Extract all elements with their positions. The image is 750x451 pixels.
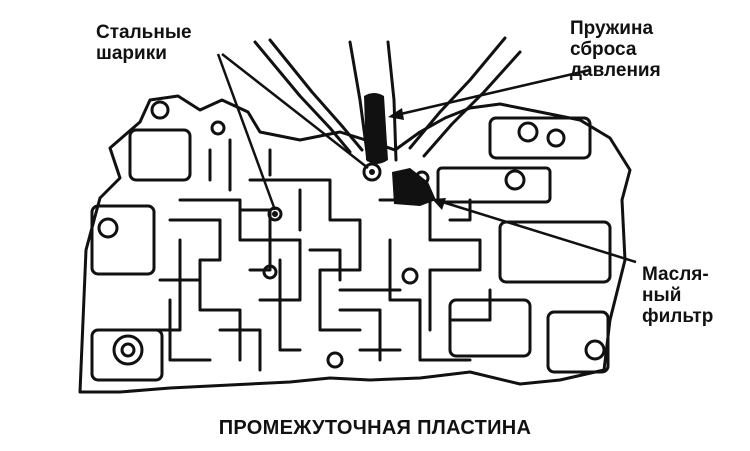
channel <box>248 178 362 332</box>
channel <box>338 288 402 362</box>
filter-label-line: ный <box>642 285 682 306</box>
bolt <box>362 162 382 182</box>
leader-balls-2 <box>221 53 369 169</box>
bolt <box>546 128 566 148</box>
bolt <box>150 100 170 120</box>
bolt <box>584 339 606 361</box>
leader-balls-1 <box>216 53 277 211</box>
figure-caption: ПРОМЕЖУТОЧНАЯ ПЛАСТИНА <box>218 417 532 439</box>
channel <box>238 208 272 272</box>
channel <box>308 248 402 352</box>
bolt <box>120 342 136 358</box>
channel <box>148 238 262 372</box>
pressure-release-spring <box>364 93 388 164</box>
bolt <box>97 217 119 239</box>
oil-filter-label: Масля- ный фильтр <box>642 264 747 327</box>
bolt <box>262 264 278 280</box>
right-pocket-corner <box>546 310 610 374</box>
bolt <box>517 121 539 143</box>
pressure-release-spring-label: Пружина сброса давления <box>570 18 745 81</box>
arrowhead-spring <box>388 108 404 120</box>
finger-right-inner <box>422 50 522 158</box>
steel-balls-label: Стальные шарики <box>96 22 226 64</box>
bolt <box>210 120 226 136</box>
channel <box>278 188 302 352</box>
steel-ball <box>369 169 375 175</box>
steel-ball <box>272 211 278 217</box>
right-top-block <box>488 116 592 160</box>
leader-spring <box>391 68 591 118</box>
channel <box>448 198 492 322</box>
plate-outline <box>78 94 632 394</box>
left-pocket-top <box>128 128 192 182</box>
steel-balls-label-line: шарики <box>96 43 167 64</box>
bolt <box>504 169 526 191</box>
leader-filter <box>435 198 637 264</box>
bolt <box>326 351 344 369</box>
finger-right <box>408 36 507 150</box>
right-pocket-mid <box>498 220 612 284</box>
right-pocket-top <box>436 166 552 204</box>
channel <box>158 278 212 362</box>
left-pocket-low <box>90 328 164 382</box>
left-pocket-mid <box>90 204 156 276</box>
spring-label-line: Пружина <box>570 18 654 39</box>
channel <box>168 218 242 362</box>
tool-shaft <box>348 40 370 162</box>
channel <box>388 238 472 362</box>
oil-filter <box>392 168 436 206</box>
tool-shaft-2 <box>386 40 398 162</box>
finger-left <box>253 40 352 154</box>
filter-label-line: Масля- <box>642 264 709 285</box>
spring-label-line: сброса <box>570 39 637 60</box>
bolt <box>112 334 144 366</box>
steel-balls-label-line: Стальные <box>96 22 192 43</box>
finger-left-inner <box>268 38 364 152</box>
arrowhead-filter <box>432 198 446 210</box>
filter-label-line: фильтр <box>642 306 714 327</box>
spring-label-line: давления <box>570 60 661 81</box>
channel <box>208 138 272 192</box>
bolt <box>401 267 419 285</box>
